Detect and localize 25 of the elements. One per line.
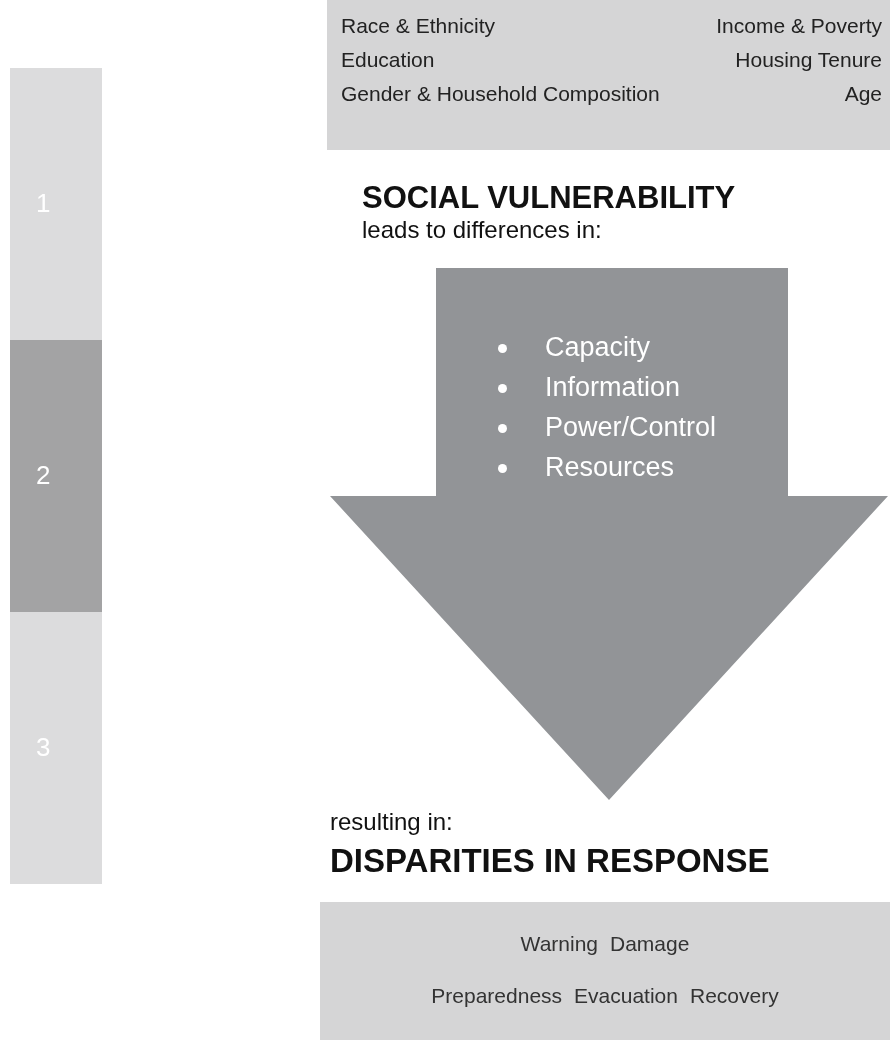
factor-text: Race & Ethnicity — [341, 14, 496, 38]
factor-text: Income & Poverty — [716, 14, 882, 38]
outcome-text: Damage — [610, 932, 690, 955]
subheading: leads to differences in: — [362, 216, 602, 244]
step-band — [10, 68, 102, 340]
outcome-text: Recovery — [689, 984, 779, 1007]
step-band — [10, 612, 102, 884]
factor-text: Housing Tenure — [735, 48, 882, 72]
list-item-text: Power/Control — [545, 412, 717, 443]
heading: DISPARITIES IN RESPONSE — [330, 842, 770, 880]
outcome-text: Preparedness — [431, 984, 563, 1007]
subheading: resulting in: — [330, 808, 453, 836]
outcome-text: Warning — [520, 932, 598, 955]
list-item-text: Information — [545, 372, 681, 403]
heading: SOCIAL VULNERABILITY — [362, 180, 736, 216]
factor-text: Education — [341, 48, 435, 72]
outcome-panel — [320, 902, 890, 1040]
list-item-text: Capacity — [545, 332, 651, 363]
step-band — [10, 340, 102, 612]
factor-text: Gender & Household Composition — [341, 82, 660, 106]
step-number: 2 — [36, 460, 51, 491]
factor-panel — [327, 0, 890, 150]
factor-text: Age — [844, 82, 882, 106]
list-item-text: Resources — [545, 452, 675, 483]
outcome-text: Evacuation — [574, 984, 678, 1007]
